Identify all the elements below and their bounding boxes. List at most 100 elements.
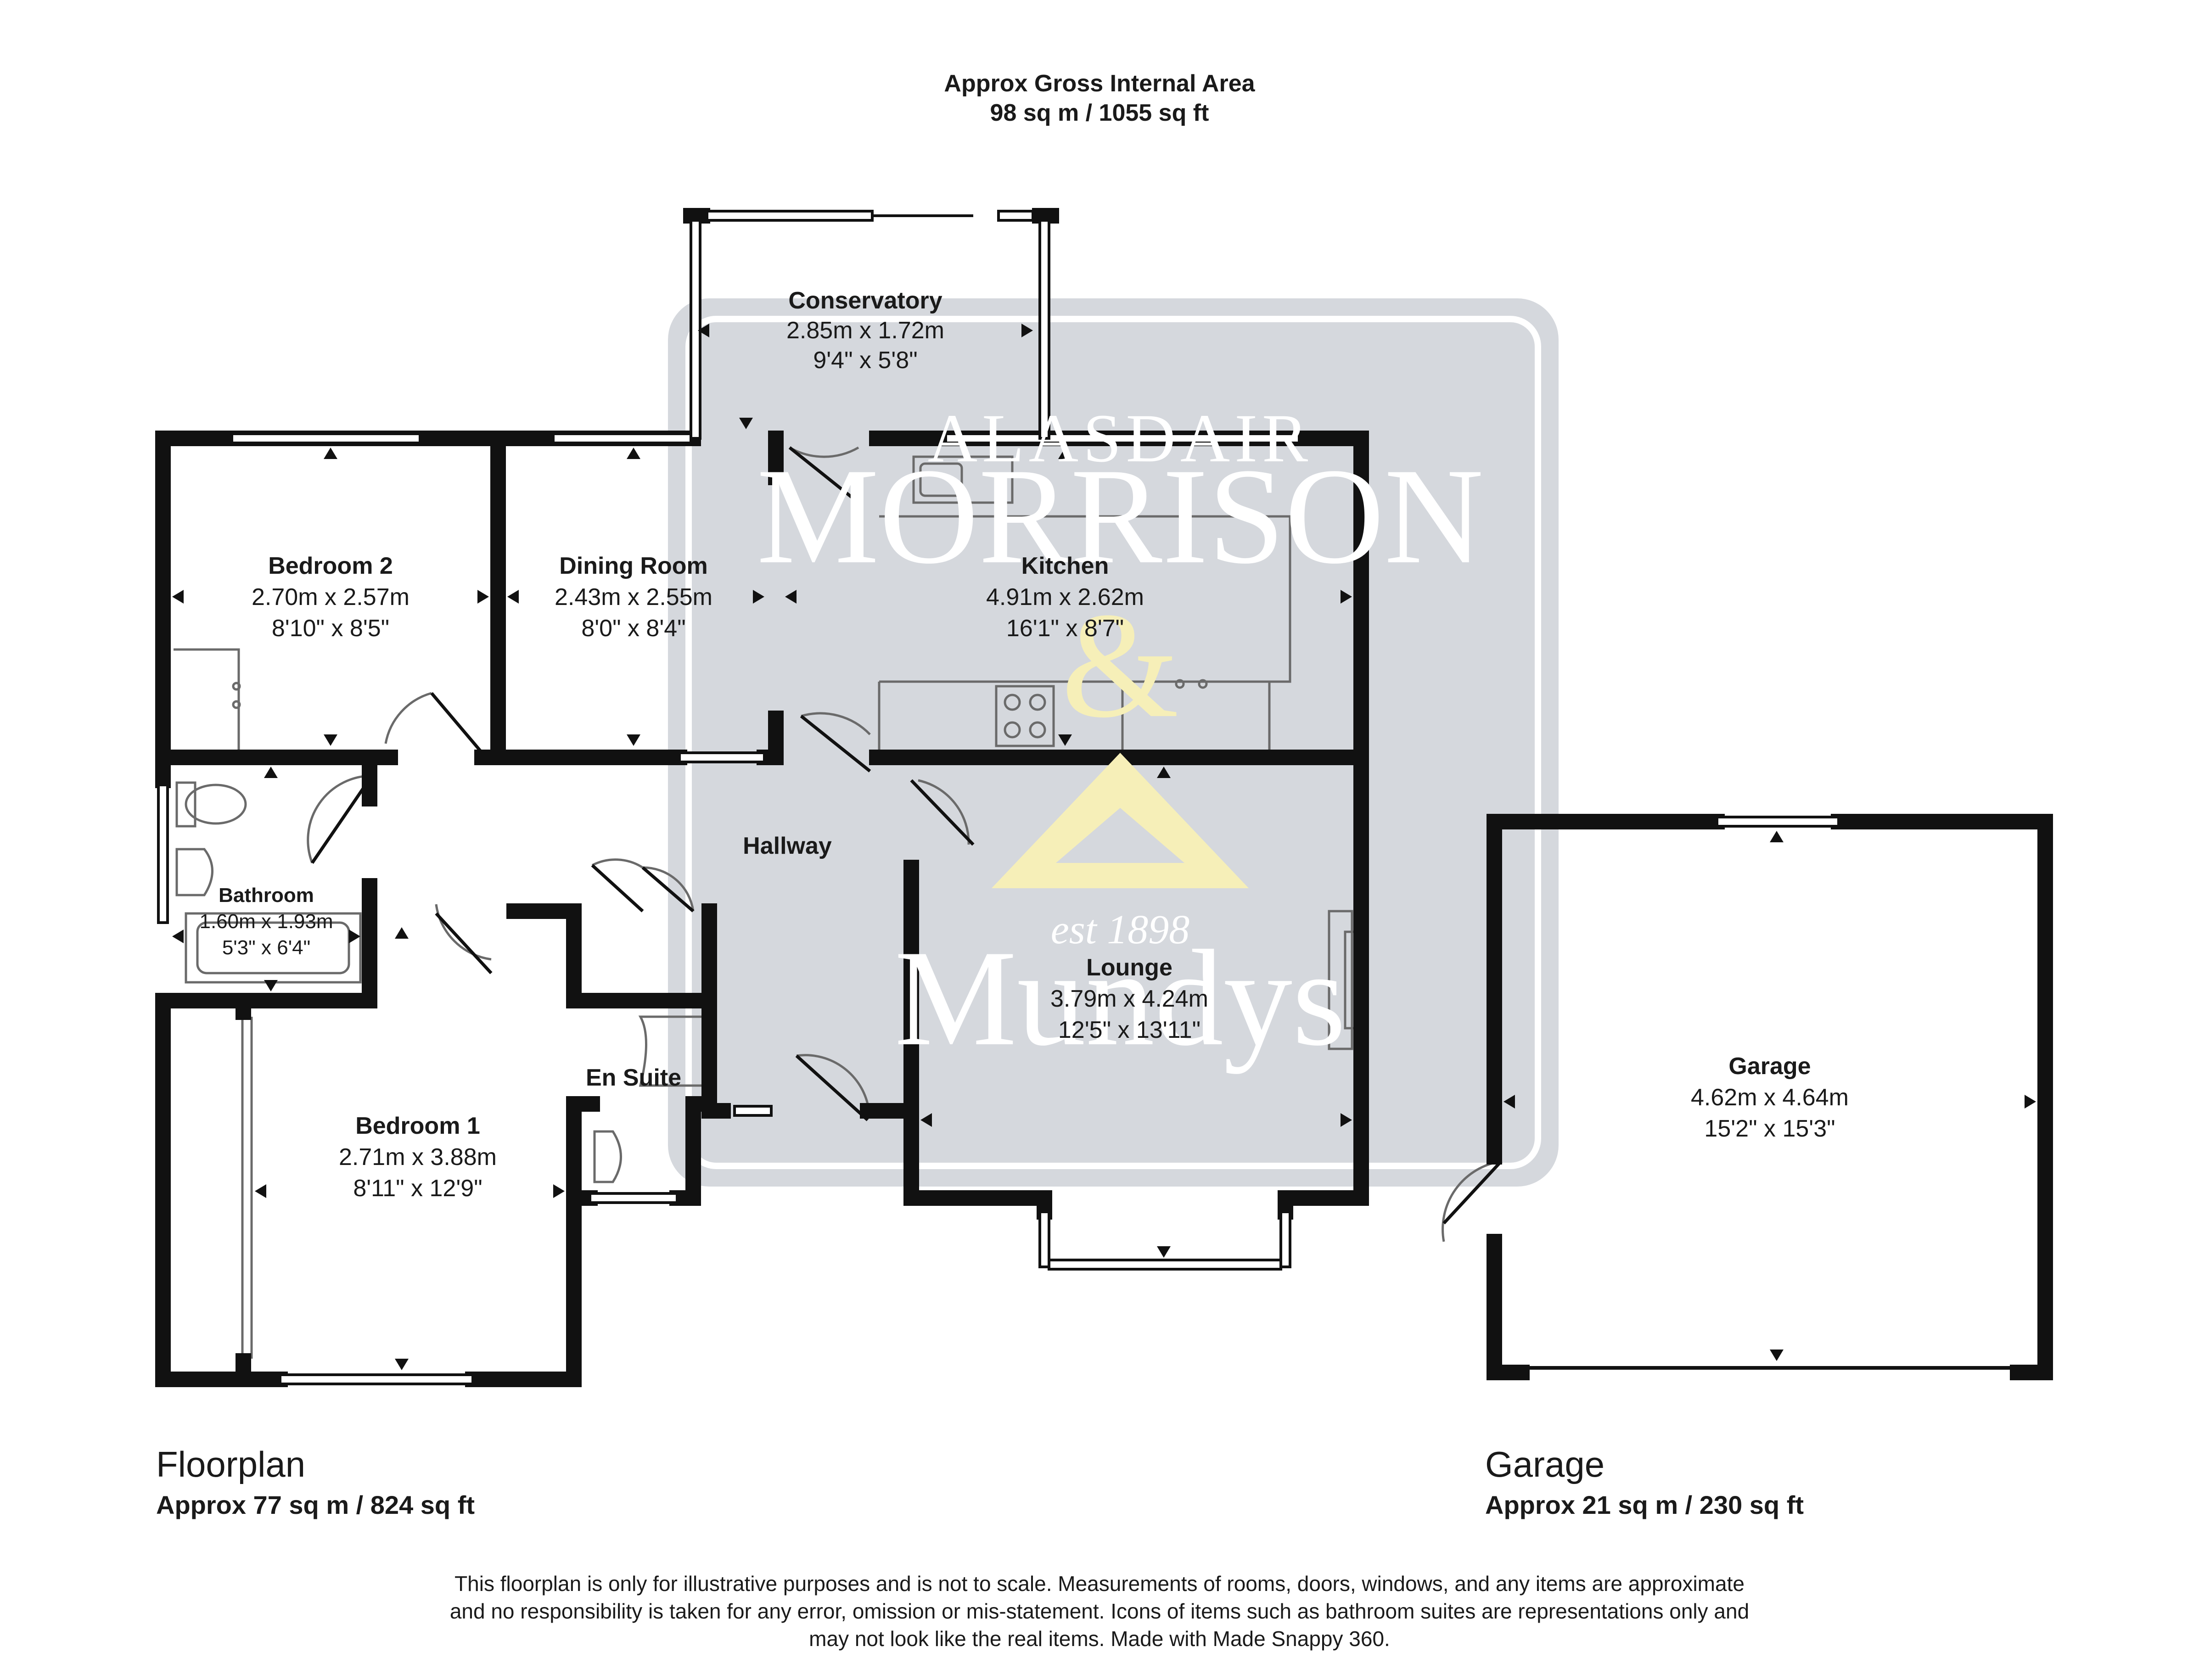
arrow <box>264 767 278 778</box>
watermark-line1: ALASDAIR <box>928 400 1313 476</box>
door-leaf <box>795 1054 869 1121</box>
label-lounge: Lounge 3.79m x 4.24m 12'5" x 13'11" <box>1050 954 1208 1043</box>
room-metric: 4.91m x 2.62m <box>986 584 1144 610</box>
door-swing <box>1442 1160 1502 1242</box>
room-name: Garage <box>1728 1053 1811 1080</box>
header: Approx Gross Internal Area 98 sq m / 105… <box>0 69 2199 128</box>
watermark <box>668 298 1559 1187</box>
arrow <box>349 930 360 943</box>
arrow <box>1157 767 1171 778</box>
arrow <box>477 590 489 604</box>
room-name: Bedroom 1 <box>355 1113 480 1139</box>
label-bathroom: Bathroom 1.60m x 1.93m 5'3" x 6'4" <box>199 884 333 959</box>
arrow <box>627 448 640 459</box>
watermark-text: ALASDAIR MORRISON & est 1898 Mundys <box>757 400 1484 1075</box>
watermark-line3: Mundys <box>894 922 1346 1075</box>
window <box>944 432 1301 444</box>
section-floorplan-title: Floorplan <box>156 1444 306 1484</box>
window <box>1716 816 1840 828</box>
ensuite-basin <box>593 1130 622 1183</box>
shower <box>638 1015 711 1087</box>
disclaimer-line: This floorplan is only for illustrative … <box>454 1572 1745 1596</box>
door-leaf <box>435 912 493 974</box>
watermark-panel <box>668 298 1559 1187</box>
label-garage: Garage 4.62m x 4.64m 15'2" x 15'3" <box>1691 1053 1849 1142</box>
arrow <box>1770 831 1784 842</box>
arrow <box>698 324 709 337</box>
arrow <box>255 1184 266 1198</box>
room-metric: 3.79m x 4.24m <box>1050 986 1208 1012</box>
room-imperial: 9'4" x 5'8" <box>813 347 917 374</box>
door-leaf <box>800 715 871 773</box>
arrow <box>2025 1095 2036 1109</box>
section-garage: Garage Approx 21 sq m / 230 sq ft <box>1485 1444 1804 1520</box>
wardrobe-knob <box>232 700 241 709</box>
header-area: 98 sq m / 1055 sq ft <box>990 100 1209 126</box>
arrow <box>920 1113 932 1127</box>
room-labels: Conservatory 2.85m x 1.72m 9'4" x 5'8" B… <box>199 287 1848 1202</box>
arrow <box>1021 324 1033 337</box>
room-imperial: 15'2" x 15'3" <box>1704 1115 1835 1142</box>
arrow <box>264 980 278 991</box>
room-name: Bathroom <box>219 884 314 907</box>
room-metric: 2.71m x 3.88m <box>339 1144 497 1170</box>
bath-inner <box>196 921 350 974</box>
label-conservatory: Conservatory 2.85m x 1.72m 9'4" x 5'8" <box>786 287 944 374</box>
window <box>1038 219 1050 440</box>
fireplace <box>1328 910 1353 1050</box>
section-floorplan-area: Approx 77 sq m / 824 sq ft <box>156 1490 475 1519</box>
kitchen-sink <box>912 455 1014 504</box>
header-title: Approx Gross Internal Area <box>944 70 1255 97</box>
arrow <box>1770 1350 1784 1361</box>
door-swing <box>384 692 432 744</box>
door-swing <box>918 779 970 845</box>
label-en-suite: En Suite <box>586 1064 681 1091</box>
toilet-bowl <box>185 784 247 825</box>
arrow <box>395 927 409 939</box>
appliance-knob <box>1175 679 1185 689</box>
room-name: Lounge <box>1086 954 1172 981</box>
hob-ring <box>1029 721 1046 739</box>
arrow <box>1503 1095 1515 1109</box>
hob-ring <box>1029 694 1046 711</box>
door-swing <box>789 446 859 458</box>
section-garage-area: Approx 21 sq m / 230 sq ft <box>1485 1490 1804 1519</box>
arrow <box>324 448 337 459</box>
window <box>1038 1210 1050 1268</box>
toilet-cistern <box>175 781 196 828</box>
room-imperial: 8'10" x 8'5" <box>272 615 389 642</box>
room-metric: 2.43m x 2.55m <box>555 584 712 610</box>
arrow <box>1157 1246 1171 1258</box>
arrow <box>1058 734 1072 746</box>
arrow <box>1341 590 1352 604</box>
arrow <box>753 590 764 604</box>
door-leaf <box>641 866 695 913</box>
door-leaves <box>311 446 1503 1225</box>
fixtures <box>174 446 1502 1359</box>
room-name: Kitchen <box>1021 553 1109 579</box>
disclaimer-line: and no responsibility is taken for any e… <box>449 1599 1750 1623</box>
door-swing <box>591 858 644 869</box>
label-bedroom-1: Bedroom 1 2.71m x 3.88m 8'11" x 12'9" <box>339 1113 497 1202</box>
door-leaf <box>910 779 975 846</box>
appliance-knob <box>1198 679 1208 689</box>
arrow <box>395 1359 409 1370</box>
door-swing <box>307 774 372 863</box>
door-swing <box>642 866 695 912</box>
watermark-est: est 1898 <box>1051 907 1189 952</box>
walls <box>155 208 2053 1387</box>
arrow <box>507 590 519 604</box>
room-imperial: 5'3" x 6'4" <box>222 936 310 959</box>
kitchen-worktop <box>879 515 1291 683</box>
room-name: Dining Room <box>559 553 708 579</box>
door-leaf <box>1442 1160 1503 1225</box>
room-name: Bedroom 2 <box>268 553 393 579</box>
windows <box>157 210 1840 1385</box>
disclaimer: This floorplan is only for illustrative … <box>321 1570 1878 1652</box>
arrow <box>785 590 797 604</box>
arrow <box>739 418 753 429</box>
door-swing <box>796 1054 869 1104</box>
arrow <box>172 930 184 943</box>
window <box>706 210 874 222</box>
